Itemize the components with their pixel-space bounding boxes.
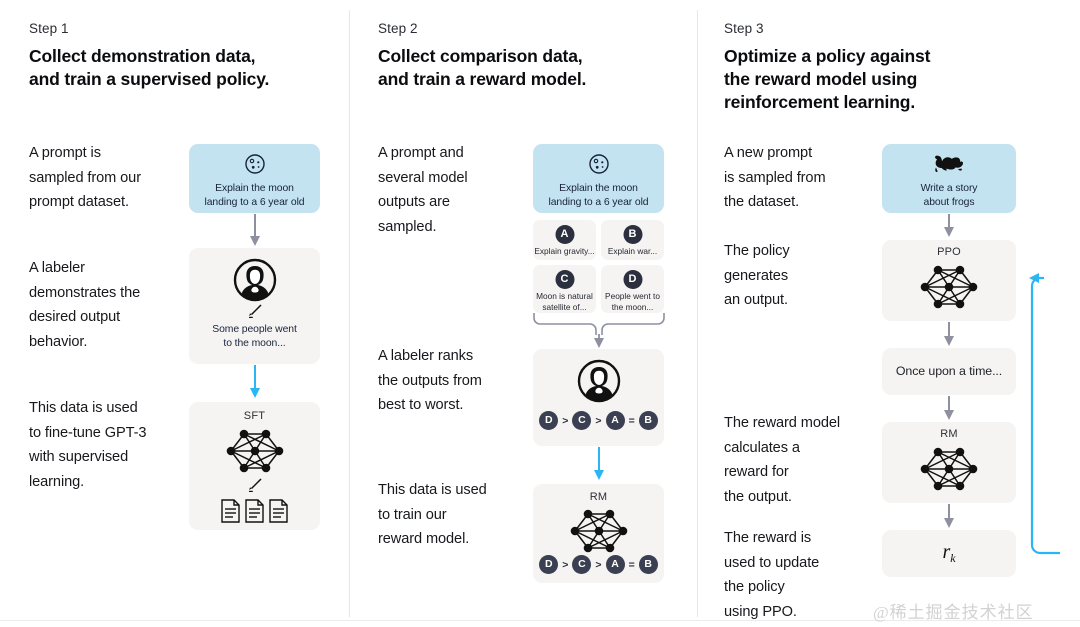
step-3-column: Step 3 Optimize a policy against the rew… (698, 0, 1080, 627)
column-divider-1 (349, 10, 350, 617)
output-text-c: Moon is natural satellite of... (536, 291, 593, 312)
step-2-output-card-c[interactable]: C Moon is natural satellite of... (533, 265, 596, 313)
rank-badge: C (572, 411, 592, 430)
output-text-a: Explain gravity... (534, 246, 595, 256)
step-1-sft-title: SFT (243, 410, 266, 422)
watermark: @稀土掘金技术社区 (873, 603, 1034, 622)
step-1-prompt-text: Explain the moon landing to a 6 year old (204, 183, 305, 208)
step-2-output-card-d[interactable]: D People went to the moon... (601, 265, 664, 313)
step-3-rm-title: RM (940, 428, 958, 440)
arrow-gray-1 (248, 214, 262, 247)
bottom-rule (0, 620, 1080, 621)
person-avatar-icon (577, 359, 620, 403)
step-2-prompt-card[interactable]: Explain the moon landing to a 6 year old (533, 144, 664, 213)
step-1-paragraph-1: A prompt is sampled from our prompt data… (29, 145, 141, 210)
moon-icon (588, 153, 610, 175)
rank-operator: > (562, 558, 569, 571)
step-2-labeler-ranking: D > C > A = B (533, 411, 664, 430)
step-3-prompt-card[interactable]: Write a story about frogs (882, 144, 1016, 213)
step-2-prompt-text: Explain the moon landing to a 6 year old (548, 183, 649, 208)
neural-network-icon (567, 506, 631, 556)
step-1-prompt-card[interactable]: Explain the moon landing to a 6 year old (189, 144, 320, 213)
step-1-title: Collect demonstration data, and train a … (29, 46, 270, 89)
arrow-gray-5 (942, 504, 956, 529)
rank-badge: D (539, 411, 559, 430)
step-2-column: Step 2 Collect comparison data, and trai… (350, 0, 697, 627)
arrow-blue-1 (248, 365, 262, 399)
neural-network-icon (917, 444, 981, 494)
rank-operator: > (595, 414, 602, 427)
rank-operator: > (562, 414, 569, 427)
step-3-paragraph-3: The reward model calculates a reward for… (724, 415, 841, 505)
step-3-output-card[interactable]: Once upon a time... (882, 348, 1016, 395)
step-3-output-text: Once upon a time... (895, 364, 1003, 378)
step-2-title: Collect comparison data, and train a rew… (378, 46, 587, 89)
pencil-icon (246, 304, 264, 319)
rank-operator: > (595, 558, 602, 571)
reward-symbol: r (942, 541, 951, 563)
step-2-rm-card[interactable]: RM (533, 484, 664, 583)
output-text-d: People went to the moon... (605, 291, 660, 312)
rank-operator: = (628, 558, 635, 571)
step-1-labeler-card[interactable]: Some people went to the moon... (189, 248, 320, 364)
step-2-paragraph-1: A prompt and several model outputs are s… (378, 145, 468, 235)
step-3-prompt-text: Write a story about frogs (920, 183, 978, 208)
neural-network-icon (223, 426, 287, 476)
rank-badge: B (638, 555, 658, 574)
step-1-column: Step 1 Collect demonstration data, and t… (0, 0, 349, 627)
step-3-paragraph-1: A new prompt is sampled from the dataset… (724, 145, 826, 210)
neural-network-icon (917, 262, 981, 312)
step-2-paragraph-2: A labeler ranks the outputs from best to… (378, 348, 482, 413)
step-2-rm-title: RM (589, 491, 608, 503)
column-divider-2 (697, 10, 698, 617)
output-badge-c: C (555, 270, 574, 289)
step-1-labeler-text: Some people went to the moon... (212, 324, 297, 349)
step-3-rm-card[interactable]: RM (882, 422, 1016, 503)
rank-badge: B (638, 411, 658, 430)
rank-operator: = (628, 414, 635, 427)
arrow-gray-4 (942, 396, 956, 421)
person-avatar-icon (233, 258, 276, 302)
step-1-paragraph-3: This data is used to fine-tune GPT-3 wit… (29, 400, 147, 490)
step-3-ppo-title: PPO (937, 246, 961, 258)
step-3-paragraph-4: The reward is used to update the policy … (724, 530, 820, 620)
frog-icon (934, 153, 964, 175)
rank-badge: D (539, 555, 559, 574)
output-badge-d: D (623, 270, 642, 289)
step-1-paragraph-2: A labeler demonstrates the desired outpu… (29, 260, 141, 350)
output-text-b: Explain war... (607, 246, 658, 256)
rank-badge: A (605, 411, 625, 430)
arrow-blue-2 (592, 447, 606, 481)
step-2-output-card-b[interactable]: B Explain war... (601, 220, 664, 260)
brace-merge-arrow (531, 313, 667, 349)
arrow-gray-3 (942, 322, 956, 347)
step-2-paragraph-3: This data is used to train our reward mo… (378, 482, 487, 547)
step-3-reward-card[interactable]: rk (882, 530, 1016, 577)
rank-badge: A (605, 555, 625, 574)
reward-value: rk (882, 541, 1016, 566)
step-3-paragraph-2: The policy generates an output. (724, 243, 790, 308)
moon-icon (244, 153, 266, 175)
step-2-rm-ranking: D > C > A = B (533, 555, 664, 574)
documents-icon (220, 498, 290, 524)
step-2-label: Step 2 (378, 21, 418, 36)
step-1-label: Step 1 (29, 21, 69, 36)
arrow-gray-2 (942, 214, 956, 238)
step-3-ppo-card[interactable]: PPO (882, 240, 1016, 321)
step-2-labeler-rank-card[interactable]: D > C > A = B (533, 349, 664, 446)
step-3-title: Optimize a policy against the reward mod… (724, 46, 931, 112)
step-3-label: Step 3 (724, 21, 764, 36)
step-2-output-card-a[interactable]: A Explain gravity... (533, 220, 596, 260)
output-badge-b: B (623, 225, 642, 244)
pencil-icon (246, 478, 264, 493)
rank-badge: C (572, 555, 592, 574)
reward-subscript: k (950, 551, 956, 566)
feedback-loop-arrow (1014, 270, 1066, 560)
step-1-sft-card[interactable]: SFT (189, 402, 320, 530)
output-badge-a: A (555, 225, 574, 244)
